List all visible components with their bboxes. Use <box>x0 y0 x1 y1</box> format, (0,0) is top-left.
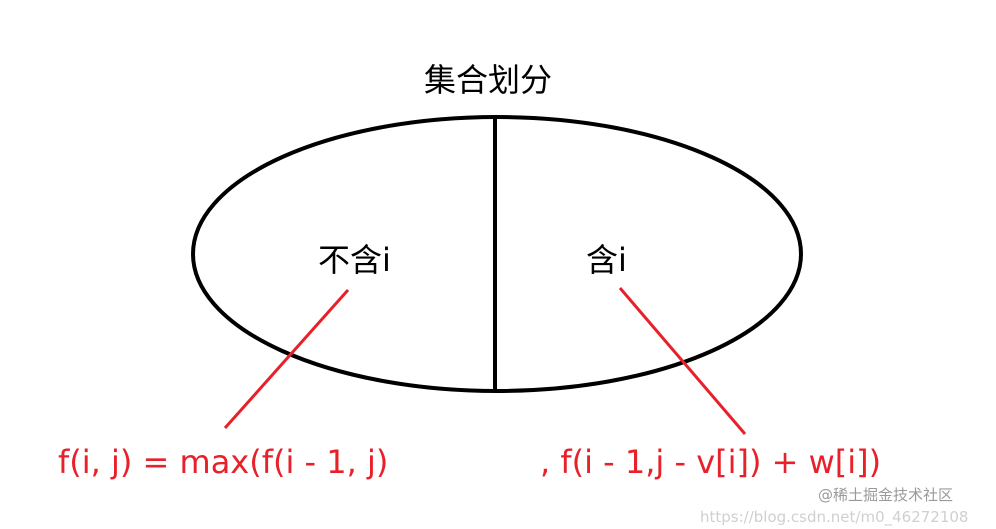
diagram-title: 集合划分 <box>424 61 553 99</box>
right-arrow-line <box>618 287 747 435</box>
left-region-label: 不含i <box>318 241 391 279</box>
formula-right: , f(i - 1,j - v[i]) + w[i]) <box>540 443 882 481</box>
right-region-label: 含i <box>586 241 627 279</box>
left-arrow-line <box>223 289 350 429</box>
watermark-brand: @稀土掘金技术社区 <box>818 486 954 504</box>
watermark-url: https://blog.csdn.net/m0_46272108 <box>700 508 969 526</box>
formula-left: f(i, j) = max(f(i - 1, j) <box>58 443 389 481</box>
